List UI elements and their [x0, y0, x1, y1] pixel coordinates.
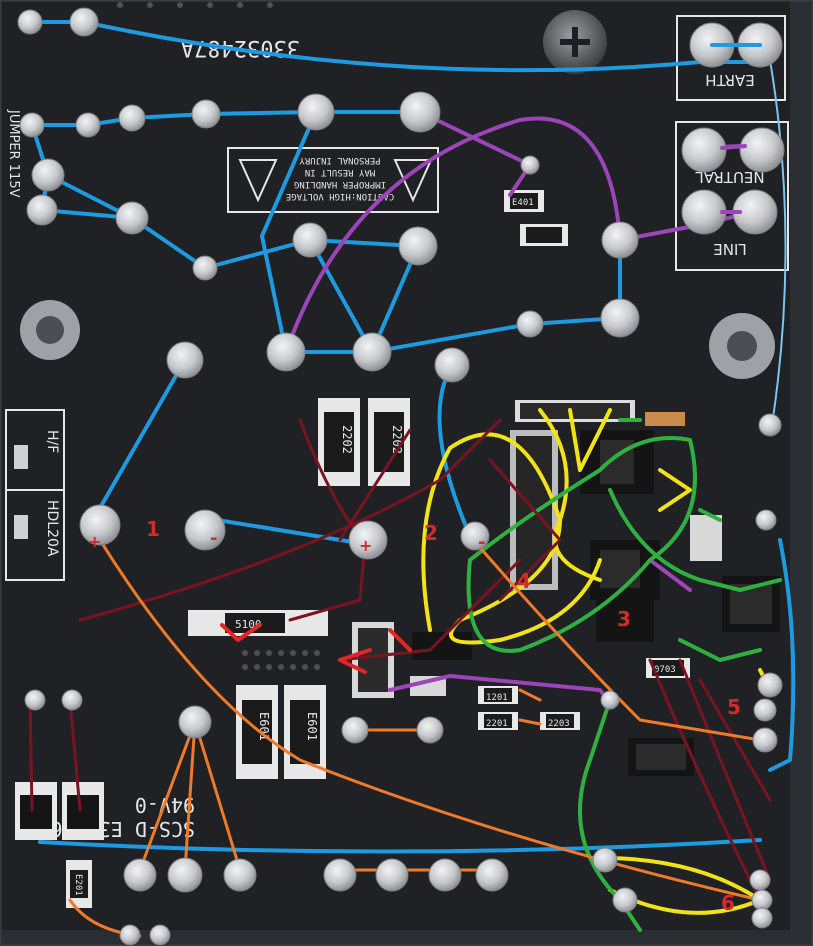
red-marks	[220, 623, 412, 674]
part-2201: 2201	[478, 712, 518, 730]
warning-line-1: CAUTION:HIGH VOLTAGE	[286, 191, 394, 201]
capacitor-e601-b: E601	[284, 685, 326, 779]
minus-marker-b: -	[478, 532, 485, 553]
svg-text:E401: E401	[512, 198, 534, 208]
part-2203: 2203	[540, 712, 580, 730]
earth-label: EARTH	[705, 71, 755, 89]
svg-text:2203: 2203	[548, 719, 570, 729]
marker-6: 6	[721, 891, 735, 915]
marker-2: 2	[424, 521, 438, 545]
svg-text:E201: E201	[73, 874, 83, 896]
part-1201: 1201	[478, 686, 518, 704]
terminal-pads	[681, 22, 785, 235]
marker-5: 5	[727, 695, 741, 719]
plus-marker-a: +	[88, 532, 101, 551]
jumper-label: JUMPER 115V	[6, 109, 21, 198]
part-e401: E401	[504, 190, 544, 212]
solder-joints	[17, 7, 783, 946]
warning-label: CAUTION:HIGH VOLTAGE IMPROPER HANDLING M…	[227, 147, 439, 213]
mounting-hole-left	[20, 300, 80, 360]
svg-text:2202: 2202	[340, 425, 354, 454]
svg-text:2201: 2201	[486, 719, 508, 729]
traces-green	[466, 418, 782, 932]
resistor-2202-a: 2202	[318, 398, 360, 486]
plus-marker-b: +	[359, 536, 372, 555]
model-label: HDL20A	[44, 500, 60, 557]
warning-line-3: MAY RESULT IN	[305, 167, 375, 177]
screw	[543, 10, 607, 74]
svg-text:E601: E601	[305, 712, 319, 741]
line-label: LINE	[713, 240, 746, 258]
minus-marker-a: -	[210, 528, 217, 549]
mounting-hole-right	[709, 313, 775, 379]
pin-header	[117, 2, 320, 670]
cert-code: SCS-D E366866	[38, 817, 195, 841]
earth-box	[676, 15, 786, 101]
fuse-label-box: H/F HDL20A	[5, 409, 65, 581]
mains-box	[675, 121, 789, 271]
hf-label: H/F	[44, 430, 60, 453]
svg-text:1201: 1201	[486, 693, 508, 703]
part-e201: E201	[66, 860, 92, 908]
capacitor-e601-a: E601	[236, 685, 278, 779]
svg-text:0703: 0703	[654, 665, 676, 675]
warning-line-2: IMPROPER HANDLING	[294, 179, 386, 189]
warning-line-4: PERSONAL INJURY	[299, 155, 381, 165]
neutral-label: NEUTRAL	[695, 168, 765, 186]
part-0703: 0703	[646, 658, 690, 678]
marker-1: 1	[146, 517, 160, 541]
marker-4: 4	[517, 569, 531, 593]
marker-3: 3	[617, 607, 631, 631]
trace-lightblue	[769, 59, 787, 426]
traces-maroon	[28, 418, 772, 902]
